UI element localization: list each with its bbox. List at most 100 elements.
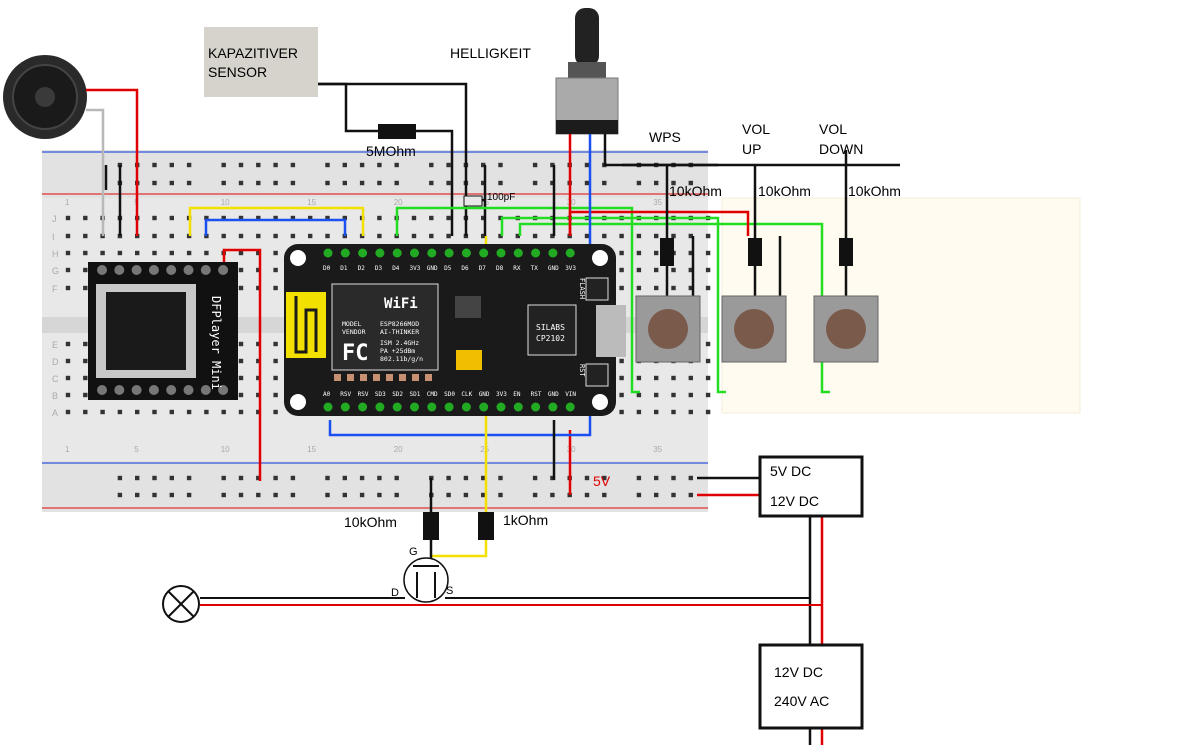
- button-voldown[interactable]: [813, 295, 879, 363]
- nodemcu-pin-label-top: D2: [358, 265, 366, 272]
- speaker-center: [35, 87, 55, 107]
- button-volup[interactable]: [721, 295, 787, 363]
- breadboard-hole: [550, 475, 555, 481]
- label-wps: WPS: [649, 129, 681, 145]
- breadboard-hole: [221, 475, 226, 481]
- breadboard-hole: [481, 162, 486, 168]
- breadboard-hole: [394, 492, 399, 498]
- breadboard-hole: [429, 215, 434, 221]
- label-r-gate-pull: 10kOhm: [344, 514, 397, 530]
- breadboard-hole: [256, 250, 261, 256]
- button-volup-cap[interactable]: [734, 309, 774, 349]
- resistor-wps: [660, 238, 674, 266]
- label-r-volup: 10kOhm: [758, 183, 811, 199]
- nodemcu-pin-bottom: [340, 402, 350, 412]
- breadboard-row-letter: F: [52, 284, 58, 294]
- nodemcu-pin-label-top: D1: [340, 265, 348, 272]
- button-wps[interactable]: [635, 295, 701, 363]
- nodemcu-pin-label-top: 3V3: [565, 265, 576, 272]
- breadboard-hole: [463, 475, 469, 481]
- nodemcu-button-rst[interactable]: [585, 363, 609, 387]
- breadboard-hole: [325, 492, 330, 498]
- breadboard-hole: [117, 492, 123, 498]
- breadboard-hole: [688, 475, 693, 481]
- breadboard-hole: [671, 267, 676, 273]
- breadboard-hole: [359, 180, 365, 186]
- psu-dc-label-2: 12V DC: [770, 493, 819, 509]
- nodemcu-pin-label-bottom: SD2: [392, 391, 403, 398]
- esp-pad: [412, 374, 419, 381]
- breadboard-hole: [342, 162, 347, 168]
- breadboard-hole: [238, 492, 244, 498]
- breadboard-col-number-top: 15: [307, 198, 316, 207]
- breadboard-hole: [446, 492, 451, 498]
- nodemcu-pin-bottom: [375, 402, 385, 412]
- breadboard-hole: [602, 492, 607, 498]
- breadboard-hole: [273, 392, 278, 398]
- breadboard-hole: [671, 285, 676, 291]
- nodemcu-usb: [596, 305, 626, 357]
- breadboard-hole: [186, 492, 192, 498]
- breadboard-hole: [221, 492, 226, 498]
- wifi-logo: WiFi: [384, 296, 418, 312]
- breadboard-hole: [688, 267, 693, 273]
- label-5mohm: 5MOhm: [366, 143, 416, 159]
- breadboard-hole: [688, 492, 693, 498]
- psu-ac-label-2: 240V AC: [774, 693, 829, 709]
- breadboard-hole: [481, 233, 486, 239]
- nodemcu-pin-label-bottom: RST: [531, 391, 542, 398]
- breadboard-hole: [273, 250, 278, 256]
- breadboard-hole: [654, 285, 659, 291]
- dfplayer-pin: [183, 265, 194, 275]
- button-voldown-cap[interactable]: [826, 309, 866, 349]
- breadboard-hole: [325, 215, 330, 221]
- breadboard-hole: [83, 409, 88, 415]
- breadboard-hole: [619, 392, 624, 398]
- breadboard-hole: [256, 233, 261, 239]
- breadboard-hole: [290, 215, 296, 221]
- breadboard-hole: [273, 285, 278, 291]
- nodemcu-pin-label-bottom: GND: [479, 391, 490, 398]
- breadboard-hole: [152, 409, 157, 415]
- breadboard-hole: [169, 233, 174, 239]
- breadboard-hole: [204, 250, 209, 256]
- nodemcu-pin-top: [496, 248, 506, 258]
- brightness-label: HELLIGKEIT: [450, 45, 531, 61]
- nodemcu-pin-label-top: D7: [479, 265, 487, 272]
- breadboard-hole: [238, 215, 244, 221]
- label-r-gate: 1kOhm: [503, 512, 548, 528]
- dfplayer-sd-inner: [106, 292, 186, 370]
- nodemcu-pin-label-bottom: CLK: [461, 391, 472, 398]
- breadboard-hole: [498, 233, 503, 239]
- breadboard-hole: [169, 162, 174, 168]
- breadboard-hole: [117, 409, 123, 415]
- breadboard-hole: [481, 492, 486, 498]
- breadboard-hole: [117, 475, 123, 481]
- breadboard-hole: [152, 492, 157, 498]
- breadboard-hole: [688, 180, 693, 186]
- breadboard-hole: [636, 180, 642, 186]
- nodemcu-button-flash[interactable]: [585, 277, 609, 301]
- dfplayer-name: DFPlayer Mini: [209, 296, 223, 390]
- breadboard-hole: [481, 215, 486, 221]
- breadboard-col-number-bottom: 35: [653, 445, 662, 454]
- breadboard-col-number-top: 35: [653, 198, 662, 207]
- breadboard-hole: [238, 267, 244, 273]
- breadboard-col-number-top: 10: [221, 198, 230, 207]
- breadboard-hole: [429, 162, 434, 168]
- breadboard-hole: [256, 180, 261, 186]
- breadboard-hole: [377, 215, 382, 221]
- button-voldown-body[interactable]: [813, 295, 879, 363]
- breadboard-hole: [705, 341, 711, 347]
- dfplayer-pin: [183, 385, 194, 395]
- breadboard-hole: [342, 215, 347, 221]
- breadboard-hole: [377, 475, 382, 481]
- potentiometer: [555, 8, 619, 135]
- breadboard-hole: [135, 409, 140, 415]
- nodemcu-board: WiFi FC MODELVENDORESP8266MODAI-THINKERI…: [284, 244, 626, 416]
- breadboard-hole: [688, 392, 693, 398]
- breadboard-hole: [705, 285, 711, 291]
- breadboard-hole: [619, 285, 624, 291]
- wire-speaker-gray: [86, 108, 105, 236]
- button-wps-cap[interactable]: [648, 309, 688, 349]
